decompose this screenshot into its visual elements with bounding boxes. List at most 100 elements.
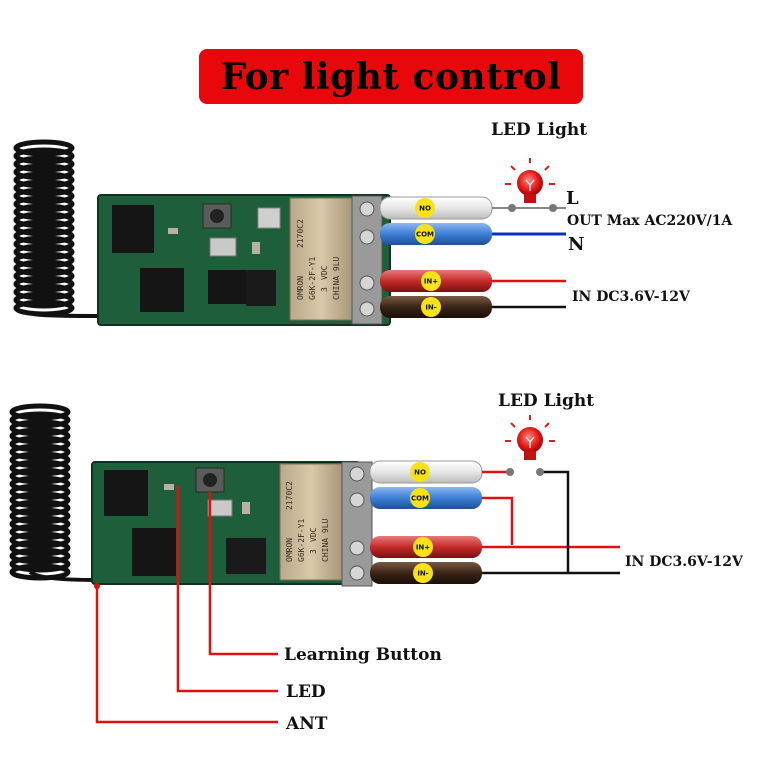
svg-text:CHINA 9LU: CHINA 9LU <box>321 518 330 562</box>
svg-text:CHINA 9LU: CHINA 9LU <box>332 256 341 300</box>
input-label-2: IN DC3.6V-12V <box>625 554 744 570</box>
svg-text:NO: NO <box>419 205 431 213</box>
coil-turn <box>13 275 75 293</box>
coil-turn <box>13 179 75 197</box>
chip-2a <box>104 470 148 516</box>
tag-inminus-1: IN- <box>421 297 441 317</box>
svg-text:OMRON: OMRON <box>296 276 305 300</box>
coil-turn <box>9 427 71 445</box>
svg-text:G6K-2F-Y1: G6K-2F-Y1 <box>308 256 317 300</box>
coil-turn <box>13 187 75 205</box>
wire-com-1 <box>380 223 492 245</box>
coil-turn <box>13 219 75 237</box>
terminal-n-label: N <box>568 234 584 255</box>
coil-turn <box>13 195 75 213</box>
coil-turn <box>13 163 75 181</box>
tag-no-2: NO <box>410 462 430 482</box>
tag-inplus-1: IN+ <box>421 271 441 291</box>
coil-turn <box>9 459 71 477</box>
coil-turn <box>13 203 75 221</box>
chip-1a <box>112 205 154 253</box>
coil-turn <box>9 483 71 501</box>
tag-com-2: COM <box>410 488 430 508</box>
coil-turn <box>13 243 75 261</box>
crystal-1 <box>209 237 237 257</box>
wire-no-1 <box>379 196 493 220</box>
antenna-coil-2 <box>9 403 97 582</box>
antenna-coil-1 <box>13 139 101 318</box>
learning-button-callout: Learning Button <box>284 645 442 665</box>
tag-com-1: COM <box>415 224 435 244</box>
chip-1c <box>208 270 248 304</box>
svg-text:NO: NO <box>414 469 426 477</box>
coil-turn <box>9 499 71 517</box>
svg-text:COM: COM <box>411 495 429 503</box>
svg-text:G6K-2F-Y1: G6K-2F-Y1 <box>297 518 306 562</box>
svg-text:COM: COM <box>416 231 434 239</box>
svg-text:IN+: IN+ <box>416 544 430 552</box>
title-text: For light control <box>220 55 562 98</box>
coil-turn <box>9 491 71 509</box>
coil-turn <box>9 539 71 557</box>
coil-turn <box>13 267 75 285</box>
svg-text:VDC: VDC <box>320 265 329 280</box>
coil-turn <box>9 531 71 549</box>
input-label-1: IN DC3.6V-12V <box>572 289 691 305</box>
callout-lines <box>95 486 278 724</box>
coil-turn <box>9 443 71 461</box>
coil-turn <box>9 507 71 525</box>
led-bulb-icon-1 <box>505 158 566 212</box>
svg-text:2170C2: 2170C2 <box>296 219 305 248</box>
relay-1-text: OMRON 2170C2 G6K-2F-Y1 3 VDC CHINA 9LU <box>296 219 341 300</box>
output-label: OUT Max AC220V/1A <box>567 213 733 229</box>
terminal-block-2 <box>341 461 373 587</box>
coil-turn <box>9 523 71 541</box>
coil-turn <box>9 403 71 421</box>
svg-text:3: 3 <box>320 287 329 292</box>
led-light-label-1: LED Light <box>491 120 587 140</box>
relay-2 <box>279 463 343 581</box>
svg-text:OMRON: OMRON <box>285 538 294 562</box>
learning-button-1 <box>202 203 232 229</box>
coil-turn <box>13 155 75 173</box>
wiring-lines-2 <box>482 470 620 575</box>
svg-text:2170C2: 2170C2 <box>285 481 294 510</box>
terminal-l-label: L <box>566 188 579 209</box>
svg-text:VDC: VDC <box>309 527 318 542</box>
svg-text:IN+: IN+ <box>424 278 438 286</box>
chip-2b <box>132 528 176 576</box>
tag-inminus-2: IN- <box>413 563 433 583</box>
chip-2c <box>226 538 266 574</box>
coil-turn <box>9 451 71 469</box>
coil-turn <box>13 259 75 277</box>
coil-turn <box>9 419 71 437</box>
led-bulb-icon-2 <box>505 415 555 476</box>
coil-turn <box>13 211 75 229</box>
coil-turn <box>13 251 75 269</box>
coil-turn <box>9 411 71 429</box>
crystal-2 <box>207 499 233 517</box>
svg-text:3: 3 <box>309 549 318 554</box>
ant-callout: ANT <box>285 714 328 734</box>
tag-inplus-2: IN+ <box>413 537 433 557</box>
svg-text:IN-: IN- <box>425 304 436 312</box>
led-light-label-2: LED Light <box>498 391 594 411</box>
coil-turn <box>13 283 75 301</box>
title-banner: For light control <box>199 49 583 104</box>
coil-turn <box>9 435 71 453</box>
chip-1d <box>246 270 276 306</box>
coil-turn <box>9 555 71 573</box>
coil-turn <box>9 475 71 493</box>
module-2: OMRON 2170C2 G6K-2F-Y1 3 VDC CHINA 9LU N… <box>9 391 744 734</box>
coil-turn <box>13 227 75 245</box>
relay-1 <box>289 197 353 321</box>
coil-turn <box>9 515 71 533</box>
coil-turn <box>13 235 75 253</box>
svg-text:IN-: IN- <box>417 570 428 578</box>
module-1: OMRON 2170C2 G6K-2F-Y1 3 VDC CHINA 9LU N… <box>13 120 733 326</box>
coil-turn <box>9 467 71 485</box>
chip-1b <box>140 268 184 312</box>
tag-no-1: NO <box>415 198 435 218</box>
